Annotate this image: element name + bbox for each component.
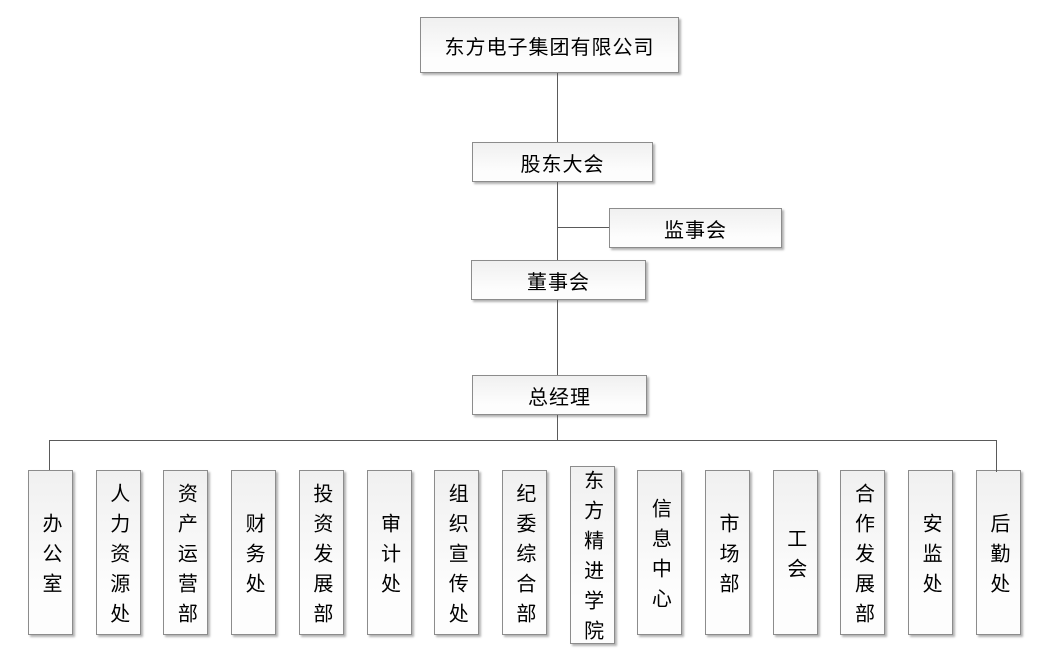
connector-gm-to-bus xyxy=(557,415,558,441)
dept-label: 信息中心 xyxy=(648,497,671,618)
connector-department-bus xyxy=(49,440,996,441)
dept-box-marketing: 市场部 xyxy=(705,470,751,635)
dept-box-safety-supervision: 安监处 xyxy=(908,470,954,635)
node-supervisory-label: 监事会 xyxy=(664,219,727,242)
dept-box-discipline-inspection: 纪委综合部 xyxy=(501,470,547,635)
node-general-manager: 总经理 xyxy=(472,375,647,415)
node-board-of-directors: 董事会 xyxy=(471,260,646,300)
dept-box-office: 办公室 xyxy=(28,470,73,635)
node-supervisory-board: 监事会 xyxy=(609,208,782,248)
connector-branch-to-supervisory xyxy=(557,227,609,228)
dept-box-labor-union: 工会 xyxy=(772,470,818,635)
dept-label: 审计处 xyxy=(377,512,400,603)
dept-label: 投资发展部 xyxy=(309,482,332,633)
dept-label: 市场部 xyxy=(716,512,739,603)
dept-label: 工会 xyxy=(783,527,806,588)
dept-label: 纪委综合部 xyxy=(512,482,535,633)
dept-box-logistics: 后勤处 xyxy=(975,470,1021,635)
department-row: 办公室 人力资源处 资产运营部 财务处 投资发展部 审计处 组织宣传处 纪委综合… xyxy=(28,466,1021,650)
node-board-label: 董事会 xyxy=(527,271,590,294)
connector-drop-first-department xyxy=(49,440,50,470)
dept-box-investment-development: 投资发展部 xyxy=(298,470,344,635)
dept-box-dongfang-academy: 东方精进学院 xyxy=(569,466,615,650)
node-shareholders-label: 股东大会 xyxy=(520,153,605,176)
dept-label: 财务处 xyxy=(242,512,265,603)
dept-box-organization-publicity: 组织宣传处 xyxy=(434,470,480,635)
dept-label: 人力资源处 xyxy=(106,482,129,633)
dept-label: 安监处 xyxy=(919,512,942,603)
dept-label: 东方精进学院 xyxy=(580,470,603,650)
dept-box-human-resources: 人力资源处 xyxy=(95,470,141,635)
connector-shareholders-to-board xyxy=(557,182,558,260)
node-company-label: 东方电子集团有限公司 xyxy=(444,36,655,59)
dept-label: 合作发展部 xyxy=(851,482,874,633)
dept-label: 组织宣传处 xyxy=(445,482,468,633)
dept-box-finance: 财务处 xyxy=(231,470,277,635)
dept-box-asset-operations: 资产运营部 xyxy=(163,470,209,635)
connector-drop-last-department xyxy=(996,440,997,472)
connector-root-to-shareholders xyxy=(557,73,558,142)
dept-box-audit: 审计处 xyxy=(366,470,412,635)
dept-box-information-center: 信息中心 xyxy=(637,470,683,635)
dept-label: 后勤处 xyxy=(986,512,1009,603)
dept-box-cooperation-development: 合作发展部 xyxy=(840,470,886,635)
dept-label: 资产运营部 xyxy=(174,482,197,633)
node-gm-label: 总经理 xyxy=(528,386,591,409)
connector-board-to-gm xyxy=(557,300,558,375)
node-shareholders-meeting: 股东大会 xyxy=(472,142,653,182)
node-company: 东方电子集团有限公司 xyxy=(420,17,679,73)
dept-label: 办公室 xyxy=(39,512,61,603)
